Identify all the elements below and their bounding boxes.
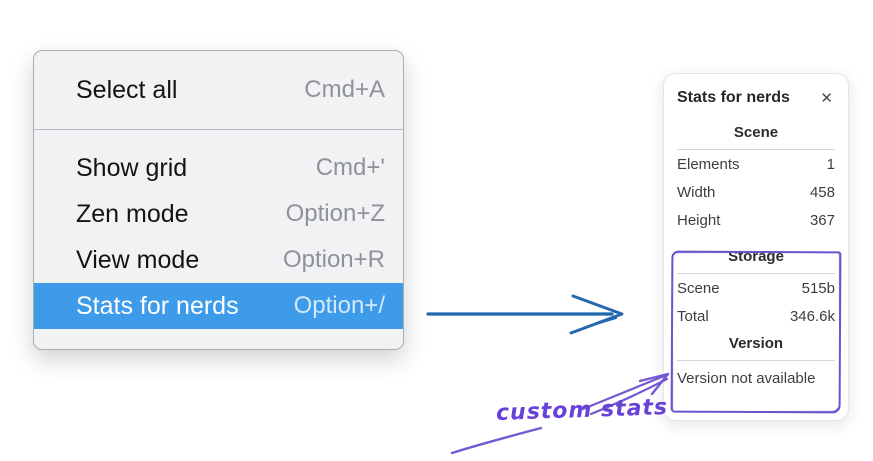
menu-item-shortcut: Cmd+' — [315, 154, 385, 181]
stat-label: Elements — [677, 155, 740, 173]
stat-value: 1 — [826, 155, 835, 173]
section-heading-scene: Scene — [677, 124, 835, 150]
menu-item-stats-for-nerds[interactable]: Stats for nerds Option+/ — [34, 283, 403, 329]
menu-item-label: Zen mode — [76, 199, 189, 228]
section-heading-version: Version — [677, 335, 835, 361]
menu-group-view: Show grid Cmd+' Zen mode Option+Z View m… — [34, 130, 403, 349]
section-heading-storage: Storage — [677, 248, 835, 274]
stat-value: 346.6k — [789, 307, 835, 325]
menu-item-zen-mode[interactable]: Zen mode Option+Z — [34, 191, 403, 237]
stat-value: 458 — [809, 183, 835, 201]
stat-row-height: Height 367 — [677, 206, 835, 234]
stat-label: Total — [677, 307, 709, 325]
menu-item-label: View mode — [76, 245, 200, 274]
menu-divider — [34, 129, 403, 130]
stat-label: Width — [677, 183, 716, 201]
stat-row-total-storage: Total 346.6k — [677, 302, 835, 330]
stat-value: 515b — [801, 279, 835, 297]
context-menu: Select all Cmd+A Show grid Cmd+' Zen mod… — [33, 50, 404, 350]
menu-item-shortcut: Cmd+A — [304, 76, 385, 103]
stats-panel-title: Stats for nerds — [677, 89, 790, 106]
stat-row-elements: Elements 1 — [677, 150, 835, 178]
version-message: Version not available — [677, 369, 816, 387]
stat-label: Scene — [677, 279, 720, 297]
stats-panel: Stats for nerds ✕ Scene Elements 1 Width… — [663, 73, 849, 421]
menu-item-select-all[interactable]: Select all Cmd+A — [34, 51, 403, 129]
close-icon[interactable]: ✕ — [820, 89, 833, 107]
menu-item-shortcut: Option+R — [282, 246, 385, 273]
stat-label: Height — [677, 211, 721, 229]
menu-item-show-grid[interactable]: Show grid Cmd+' — [34, 145, 403, 191]
menu-item-label: Select all — [76, 75, 178, 104]
flow-arrow — [426, 294, 624, 335]
menu-item-view-mode[interactable]: View mode Option+R — [34, 237, 403, 283]
menu-item-label: Stats for nerds — [76, 291, 239, 320]
stat-row-scene-storage: Scene 515b — [677, 274, 835, 302]
stat-row-width: Width 458 — [677, 178, 835, 206]
menu-item-label: Show grid — [76, 153, 188, 182]
stat-value: 367 — [809, 211, 835, 229]
menu-item-shortcut: Option+Z — [285, 200, 385, 227]
menu-item-shortcut: Option+/ — [293, 292, 385, 319]
annotation-label: custom stats — [495, 395, 669, 426]
stats-panel-header: Stats for nerds ✕ — [677, 86, 835, 110]
